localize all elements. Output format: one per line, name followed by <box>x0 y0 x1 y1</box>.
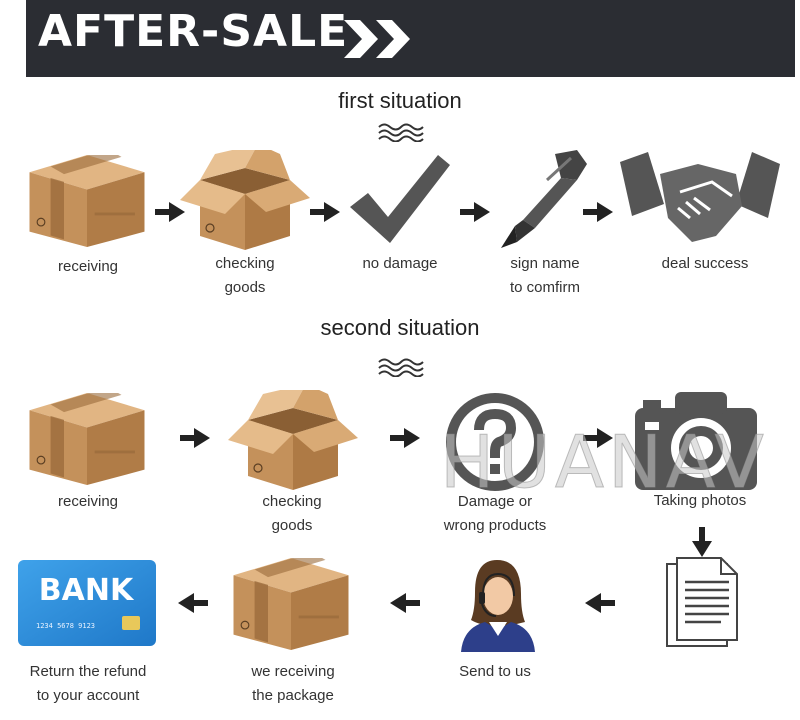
checkmark-icon <box>350 155 450 243</box>
pen-icon <box>501 150 587 248</box>
step-label: no damage <box>362 255 438 272</box>
step-label: Send to us <box>459 663 531 680</box>
header-accent <box>20 0 26 77</box>
step-label: deal success <box>661 255 749 272</box>
step-label: Taking photos <box>653 492 747 509</box>
document-icon <box>666 557 738 647</box>
chevron-right-icon <box>376 20 410 58</box>
chevron-right-icon <box>344 20 378 58</box>
arrow-icon <box>178 593 208 613</box>
arrow-icon <box>390 593 420 613</box>
arrow-icon <box>310 202 340 222</box>
box-closed-icon <box>232 558 350 650</box>
waves-icon <box>377 122 425 142</box>
arrow-icon <box>180 428 210 448</box>
step-label: receiving <box>57 258 119 275</box>
arrow-icon <box>583 202 613 222</box>
arrow-icon <box>692 527 712 557</box>
camera-icon <box>635 392 757 490</box>
page-title: AFTER-SALE <box>38 6 349 57</box>
arrow-icon <box>390 428 420 448</box>
support-agent-icon <box>461 560 535 652</box>
first-situation-title: first situation <box>338 88 462 113</box>
bank-card-icon: BANK 1234 5678 9123 <box>18 560 156 646</box>
handshake-icon <box>620 152 780 242</box>
header-banner: AFTER-SALE <box>20 0 795 77</box>
box-closed-icon <box>28 393 146 485</box>
arrow-icon <box>460 202 490 222</box>
box-closed-icon <box>28 155 146 247</box>
question-icon <box>446 393 544 491</box>
bank-card-name: BANK <box>39 573 135 608</box>
box-open-icon <box>180 150 310 250</box>
second-situation-title: second situation <box>320 315 480 340</box>
arrow-icon <box>583 428 613 448</box>
waves-icon <box>377 357 425 377</box>
bank-card-number: 1234 5678 9123 <box>36 622 95 630</box>
arrow-icon <box>585 593 615 613</box>
box-open-icon <box>228 390 358 490</box>
step-label: receiving <box>57 493 119 510</box>
